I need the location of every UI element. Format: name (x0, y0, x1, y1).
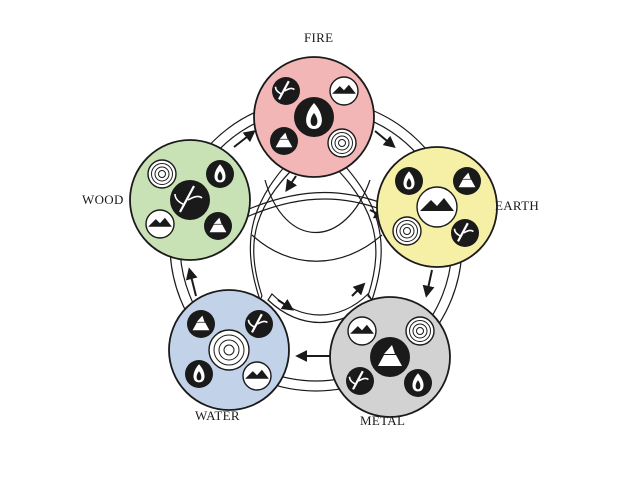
wood-icon (451, 219, 479, 247)
label-water: WATER (195, 408, 240, 423)
earth-icon (416, 186, 458, 228)
metal-icon (187, 310, 215, 338)
earth-icon (145, 209, 175, 239)
generating-arrow-fire-earth (374, 130, 396, 149)
label-metal: METAL (360, 413, 406, 428)
earth-icon (329, 76, 359, 106)
wood-icon (272, 77, 300, 105)
controlling-arrow-3 (277, 299, 294, 311)
water-element-circle (168, 289, 290, 411)
water-icon (208, 329, 250, 371)
earth-icon (242, 361, 272, 391)
controlling-arrow-1 (285, 175, 297, 192)
wood-element-circle (129, 139, 251, 261)
metal-icon (370, 337, 410, 377)
fire-icon (185, 360, 213, 388)
earth-element-circle (376, 146, 498, 268)
earth-icon (347, 316, 377, 346)
water-icon (147, 159, 177, 189)
metal-icon (453, 167, 481, 195)
generating-arrow-water-wood (185, 267, 198, 297)
water-icon (327, 128, 357, 158)
generating-arrow-wood-fire (233, 130, 256, 148)
label-earth: EARTH (495, 198, 540, 213)
metal-element-circle (329, 296, 451, 418)
fire-element-circle (253, 56, 375, 178)
water-icon (392, 216, 422, 246)
wood-icon (245, 310, 273, 338)
metal-icon (270, 127, 298, 155)
metal-icon (204, 212, 232, 240)
wood-icon (346, 367, 374, 395)
fire-icon (395, 167, 423, 195)
label-wood: WOOD (82, 192, 124, 207)
generating-arrow-earth-metal (422, 269, 435, 298)
fire-icon (294, 97, 334, 137)
controlling-arrow-2 (351, 282, 366, 297)
label-fire: FIRE (304, 30, 334, 45)
water-icon (405, 316, 435, 346)
wood-icon (170, 180, 210, 220)
fire-icon (206, 160, 234, 188)
fire-icon (404, 369, 432, 397)
